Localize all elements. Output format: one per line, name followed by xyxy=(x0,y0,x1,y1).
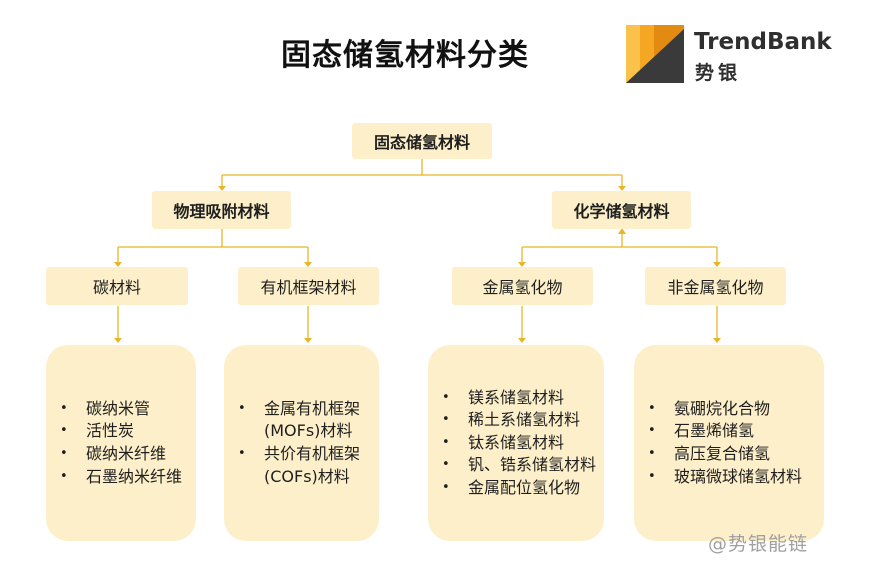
page-title: 固态储氢材料分类 xyxy=(281,38,529,73)
root-node: 固态储氢材料 xyxy=(352,123,492,159)
category-carbon-node: 碳材料 xyxy=(46,267,188,305)
branch-chemical-node: 化学储氢材料 xyxy=(552,191,691,229)
list-item: 活性炭 xyxy=(60,420,188,443)
branch-physical-node: 物理吸附材料 xyxy=(152,191,291,229)
list-item: 镁系储氢材料 xyxy=(442,387,596,410)
list-item: 碳纳米管 xyxy=(60,398,188,421)
list-item: 钛系储氢材料 xyxy=(442,432,596,455)
category-nonmetal-hydride-node: 非金属氢化物 xyxy=(645,267,786,305)
list-item: 碳纳米纤维 xyxy=(60,443,188,466)
category-metal-hydride-node: 金属氢化物 xyxy=(452,267,593,305)
leaf-box-nonmetal-hydride: 氨硼烷化合物 石墨烯储氢 高压复合储氢 玻璃微球储氢材料 xyxy=(634,345,824,541)
category-organic-framework-node: 有机框架材料 xyxy=(238,267,379,305)
leaf-list-metal-hydride: 镁系储氢材料 稀土系储氢材料 钛系储氢材料 钒、锆系储氢材料 金属配位氢化物 xyxy=(442,387,596,500)
leaf-box-metal-hydride: 镁系储氢材料 稀土系储氢材料 钛系储氢材料 钒、锆系储氢材料 金属配位氢化物 xyxy=(428,345,604,541)
leaf-list-nonmetal-hydride: 氨硼烷化合物 石墨烯储氢 高压复合储氢 玻璃微球储氢材料 xyxy=(648,398,816,488)
leaf-list-carbon: 碳纳米管 活性炭 碳纳米纤维 石墨纳米纤维 xyxy=(60,398,188,488)
list-item: 玻璃微球储氢材料 xyxy=(648,466,816,489)
logo-text-cn: 势银 xyxy=(695,62,742,84)
trendbank-logo-mark-icon xyxy=(626,25,684,83)
logo-text-en: TrendBank xyxy=(694,29,832,55)
list-item: 氨硼烷化合物 xyxy=(648,398,816,421)
list-item: 共价有机框架(COFs)材料 xyxy=(238,443,371,488)
list-item: 高压复合储氢 xyxy=(648,443,816,466)
list-item: 钒、锆系储氢材料 xyxy=(442,454,596,477)
list-item: 石墨烯储氢 xyxy=(648,420,816,443)
list-item: 石墨纳米纤维 xyxy=(60,466,188,489)
trendbank-logo: TrendBank 势银 xyxy=(626,25,856,85)
leaf-list-organic-framework: 金属有机框架(MOFs)材料 共价有机框架(COFs)材料 xyxy=(238,398,371,488)
list-item: 金属配位氢化物 xyxy=(442,477,596,500)
leaf-box-organic-framework: 金属有机框架(MOFs)材料 共价有机框架(COFs)材料 xyxy=(224,345,379,541)
list-item: 金属有机框架(MOFs)材料 xyxy=(238,398,371,443)
leaf-box-carbon: 碳纳米管 活性炭 碳纳米纤维 石墨纳米纤维 xyxy=(46,345,196,541)
list-item: 稀土系储氢材料 xyxy=(442,409,596,432)
watermark-text: @势银能链 xyxy=(708,533,809,555)
